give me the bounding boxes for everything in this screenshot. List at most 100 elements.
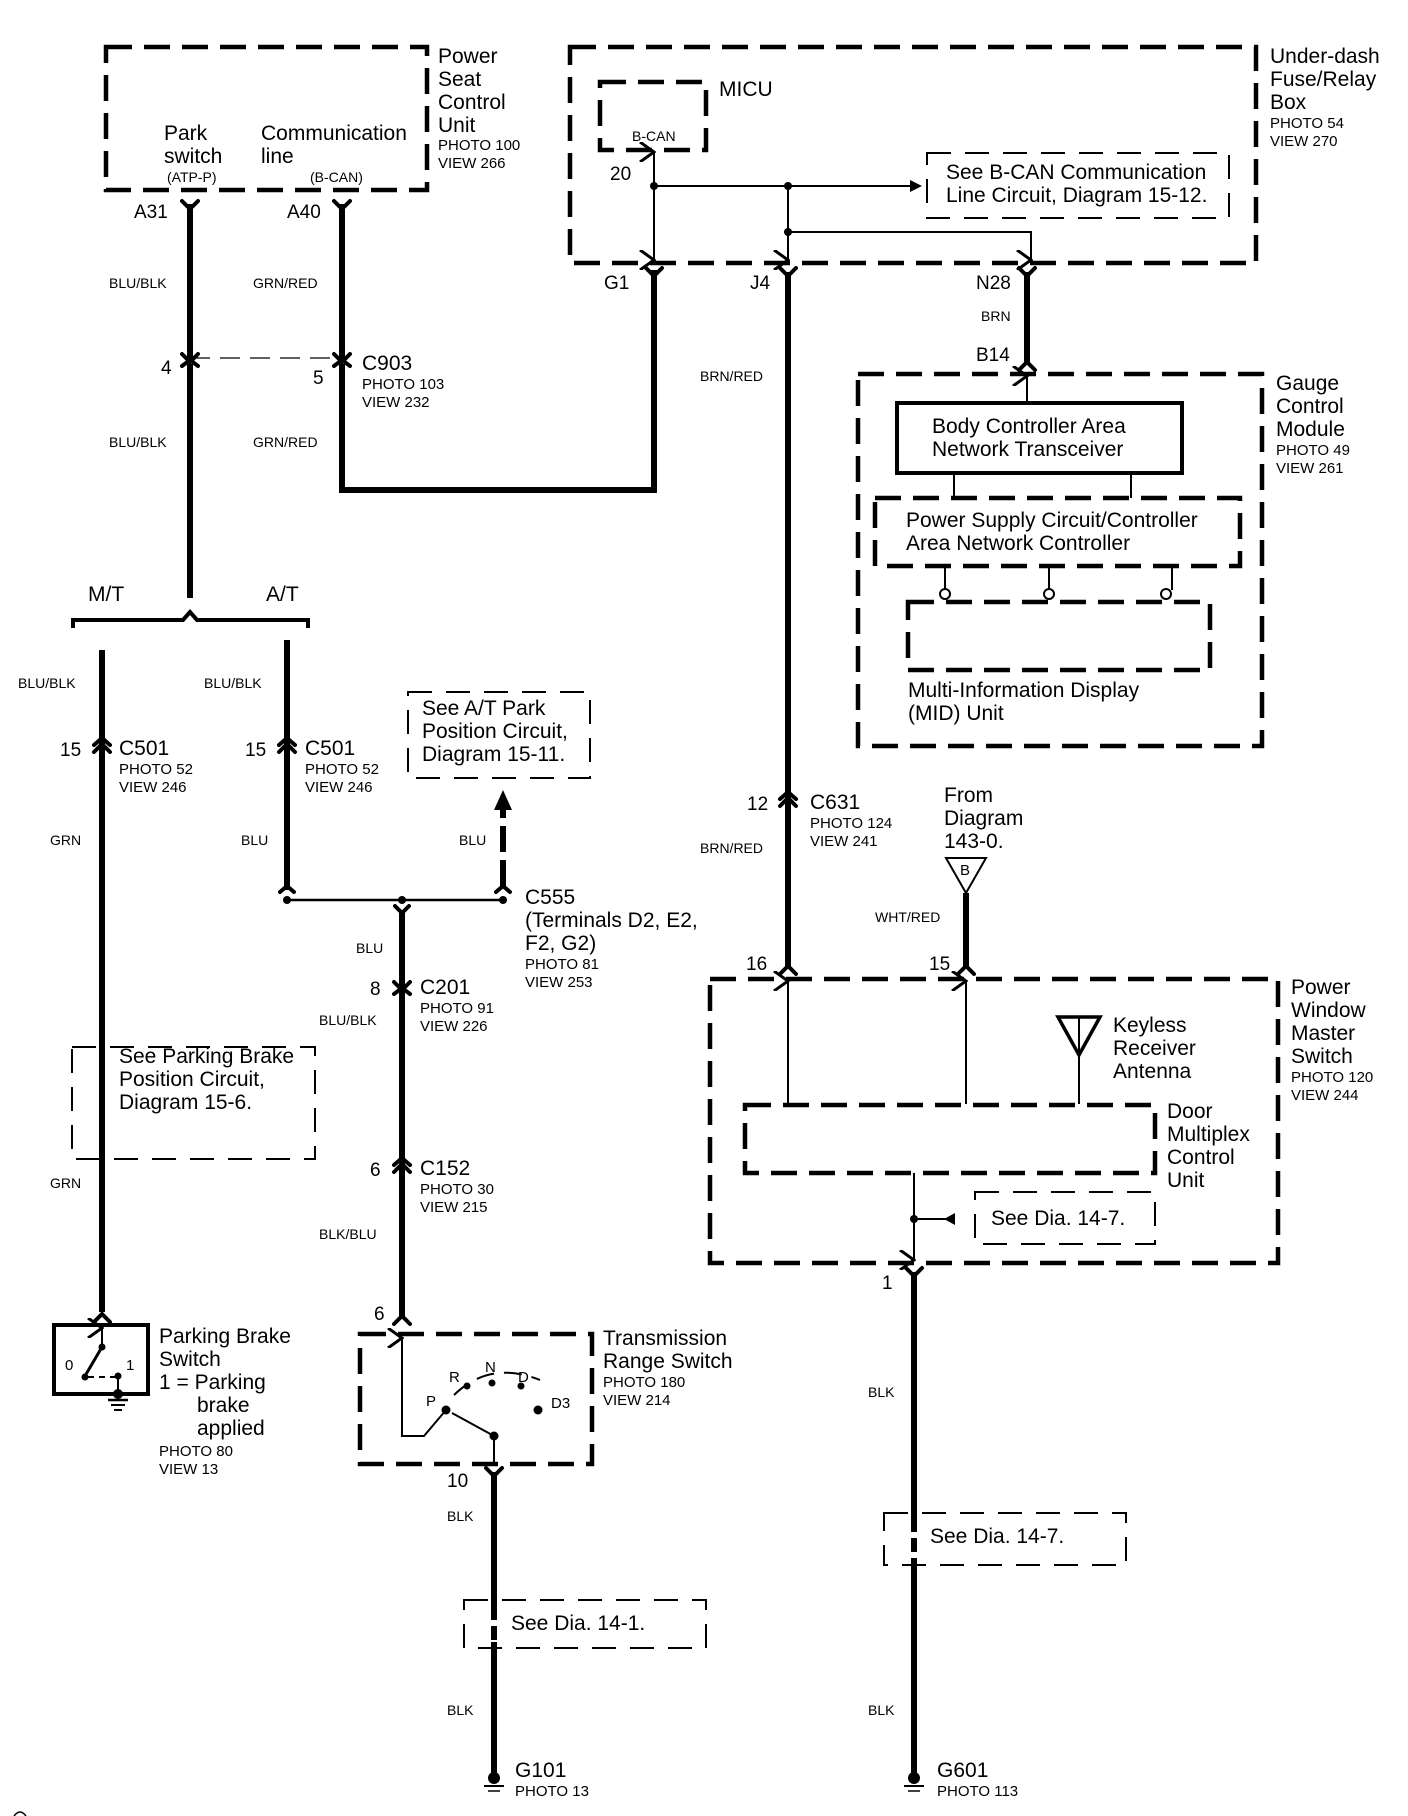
- wire-color-c555-up: BLU: [459, 832, 486, 848]
- connector-triangle-icon: [944, 857, 988, 896]
- trs-photo: PHOTO 180: [603, 1374, 685, 1391]
- micu-pin-20: 20: [610, 164, 631, 185]
- at-park-ref-3: Diagram 15-11.: [422, 743, 565, 766]
- ground-g101[interactable]: G101 PHOTO 13: [484, 1759, 589, 1800]
- transceiver-label-2: Network Transceiver: [932, 438, 1123, 461]
- reference-bcan[interactable]: See B-CAN Communication Line Circuit, Di…: [926, 152, 1230, 219]
- branch-at-label: A/T: [266, 583, 299, 606]
- power-seat-control-unit[interactable]: Power Seat Control Unit PHOTO 100 VIEW 2…: [103, 44, 520, 193]
- pbs-title-1: Parking Brake: [159, 1325, 291, 1348]
- g601-photo: PHOTO 113: [937, 1783, 1018, 1800]
- wire-color-at-mid: BLU: [241, 832, 268, 848]
- reference-parking-brake[interactable]: See Parking Brake Position Circuit, Diag…: [71, 1045, 316, 1160]
- pbs-note-1: 1 = Parking: [159, 1371, 266, 1394]
- parking-brake-ref-box: [71, 1046, 316, 1160]
- under-dash-fuse-relay-box[interactable]: Under-dash Fuse/Relay Box PHOTO 54 VIEW …: [567, 44, 1380, 263]
- dia-14-1-box: [463, 1599, 707, 1649]
- c903-name: C903: [362, 352, 412, 375]
- pwms-view: VIEW 244: [1291, 1087, 1359, 1104]
- power-window-master-switch[interactable]: Power Window Master Switch PHOTO 120 VIE…: [707, 976, 1373, 1266]
- comm-line-sub: (B-CAN): [310, 169, 363, 185]
- pbs-pos-1: 1: [126, 1357, 134, 1374]
- pw-pin-15: 15: [929, 954, 950, 975]
- bcan-ref-1: See B-CAN Communication: [946, 161, 1206, 184]
- reference-dia-14-7-outer[interactable]: See Dia. 14-7.: [883, 1512, 1127, 1566]
- connector-c501-mt[interactable]: 15 C501 PHOTO 52 VIEW 246: [60, 735, 193, 796]
- udb-title-3: Box: [1270, 91, 1307, 114]
- trs-box: [357, 1331, 595, 1467]
- gauge-control-module[interactable]: Gauge Control Module PHOTO 49 VIEW 261 B…: [855, 371, 1350, 749]
- gcm-photo: PHOTO 49: [1276, 442, 1350, 459]
- c631-photo: PHOTO 124: [810, 815, 892, 832]
- ground-icon: [908, 1772, 920, 1784]
- c201-pin: 8: [370, 979, 381, 1000]
- ground-g601[interactable]: G601 PHOTO 113: [904, 1759, 1018, 1800]
- connector-c631[interactable]: 12 C631 PHOTO 124 VIEW 241: [747, 789, 892, 850]
- c555-detail-2: F2, G2): [525, 932, 596, 955]
- branch-mt-label: M/T: [88, 583, 124, 606]
- parking-brake-switch[interactable]: 0 1 Parking Brake Switch 1 = Parking bra…: [52, 1311, 291, 1478]
- connector-c201[interactable]: 8 C201 PHOTO 91 VIEW 226: [370, 976, 494, 1035]
- udb-title-2: Fuse/Relay: [1270, 68, 1377, 91]
- gcm-box: [855, 371, 1265, 749]
- c501-mt-photo: PHOTO 52: [119, 761, 193, 778]
- pwms-title-1: Power: [1291, 976, 1351, 999]
- c555-view: VIEW 253: [525, 974, 593, 991]
- gcm-title-1: Gauge: [1276, 372, 1339, 395]
- corner-mark: [13, 1811, 27, 1816]
- connector-c903[interactable]: 4 5 C903 PHOTO 103 VIEW 232: [161, 352, 444, 411]
- micu-box: [597, 79, 709, 153]
- c152-view: VIEW 215: [420, 1199, 488, 1216]
- park-switch-label-1: Park: [164, 122, 208, 145]
- dia-14-1-text: See Dia. 14-1.: [511, 1612, 645, 1635]
- c501-at-pin: 15: [245, 740, 266, 761]
- reference-dia-14-1[interactable]: See Dia. 14-1.: [463, 1599, 707, 1649]
- reference-at-park[interactable]: See A/T Park Position Circuit, Diagram 1…: [407, 691, 591, 779]
- c903-pin-5: 5: [313, 368, 324, 389]
- wire-a40-to-g1[interactable]: [339, 270, 657, 493]
- pbs-note-3: applied: [197, 1417, 265, 1440]
- trs-pos-r: R: [449, 1369, 460, 1386]
- comm-line-label-1: Communication: [261, 122, 407, 145]
- door-multiplex-3: Control: [1167, 1146, 1235, 1169]
- pwms-photo: PHOTO 120: [1291, 1069, 1373, 1086]
- trs-pos-d3: D3: [551, 1395, 570, 1412]
- connector-c555[interactable]: C555 (Terminals D2, E2, F2, G2) PHOTO 81…: [278, 883, 698, 991]
- connector-c152[interactable]: 6 C152 PHOTO 30 VIEW 215: [370, 1155, 494, 1216]
- ground-icon: [488, 1772, 500, 1784]
- c555-name: C555: [525, 886, 575, 909]
- c501-mt-pin: 15: [60, 740, 81, 761]
- micu-bcan: B-CAN: [632, 128, 676, 144]
- connector-c501-at[interactable]: 15 C501 PHOTO 52 VIEW 246: [245, 735, 379, 796]
- pwms-box: [707, 976, 1281, 1266]
- pw-pin-16: 16: [746, 954, 767, 975]
- reference-dia-14-7-inner[interactable]: See Dia. 14-7.: [974, 1191, 1156, 1245]
- transmission-range-switch[interactable]: 6 P R N D D3 Transmission Range Switch P…: [357, 1304, 733, 1492]
- power-supply-box: [872, 495, 1243, 569]
- wire-color-mt-mid: GRN: [50, 832, 81, 848]
- dia-14-7-outer-text: See Dia. 14-7.: [930, 1525, 1064, 1548]
- trs-pin-in: 6: [374, 1304, 385, 1325]
- c903-photo: PHOTO 103: [362, 376, 444, 393]
- wire-color-mt-low: GRN: [50, 1175, 81, 1191]
- c501-at-photo: PHOTO 52: [305, 761, 379, 778]
- dia-14-7-inner-text: See Dia. 14-7.: [991, 1207, 1125, 1230]
- from-diagram-tag: B: [960, 862, 970, 879]
- wire-color-from-b: WHT/RED: [875, 909, 940, 925]
- c152-name: C152: [420, 1157, 470, 1180]
- udb-title-1: Under-dash: [1270, 45, 1380, 68]
- g601-name: G601: [937, 1759, 988, 1782]
- c201-name: C201: [420, 976, 470, 999]
- c631-name: C631: [810, 791, 860, 814]
- from-diagram-143-0[interactable]: From Diagram 143-0. B: [944, 784, 1023, 896]
- wire-color-pw-out2: BLK: [868, 1702, 895, 1718]
- pbs-view: VIEW 13: [159, 1461, 218, 1478]
- c501-at-name: C501: [305, 737, 355, 760]
- pscu-box: [103, 44, 430, 193]
- at-park-ref-1: See A/T Park: [422, 697, 546, 720]
- at-park-ref-box: [407, 691, 591, 779]
- pscu-title-3: Control: [438, 91, 506, 114]
- wire-color-pw-out1: BLK: [868, 1384, 895, 1400]
- wire-color-a31-mid: BLU/BLK: [109, 434, 167, 450]
